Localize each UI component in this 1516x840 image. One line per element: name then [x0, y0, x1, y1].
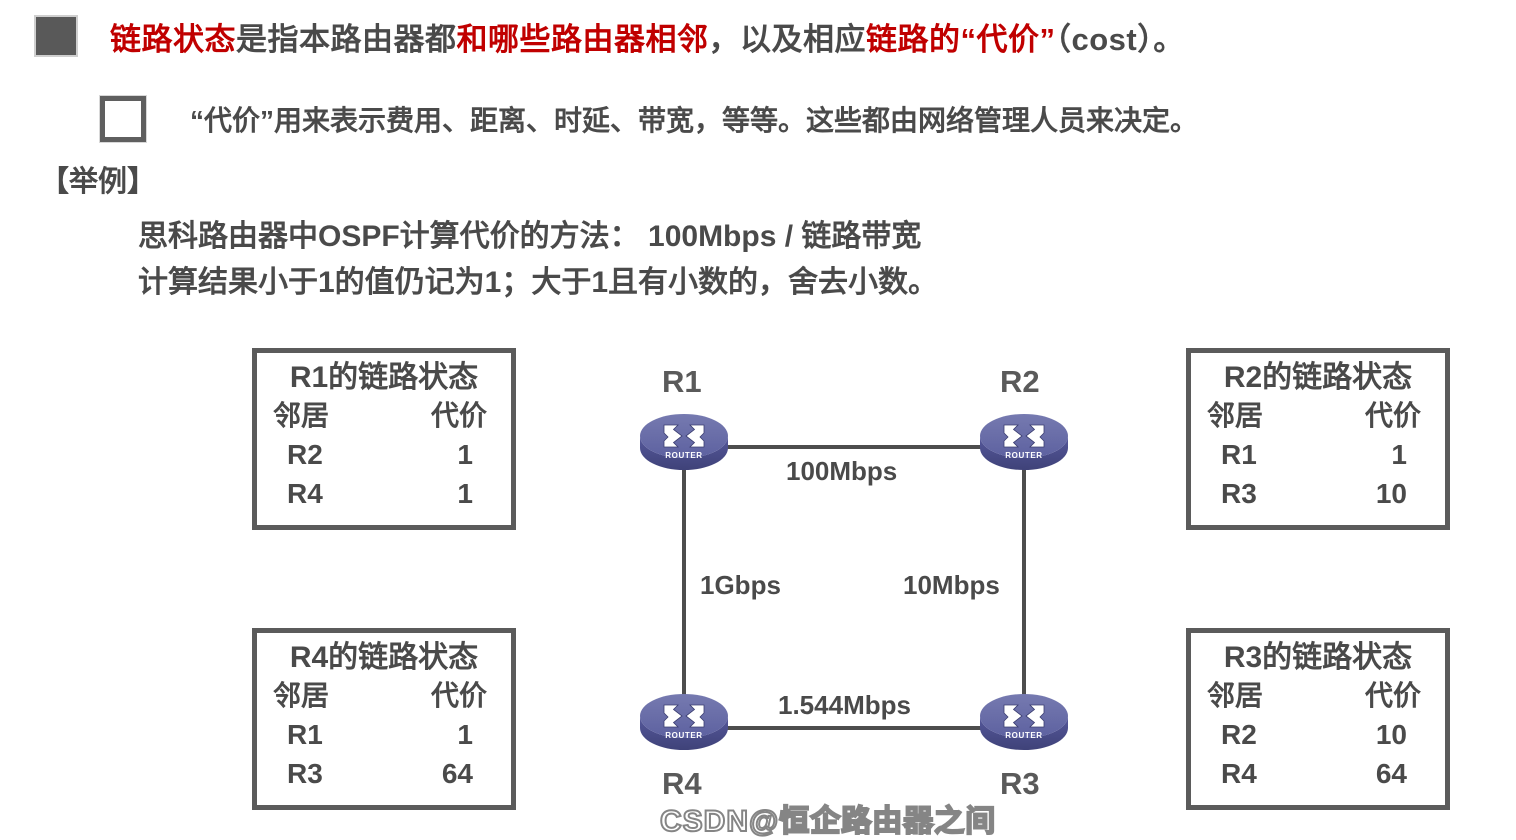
bullet-line-2: “代价”用来表示费用、距离、时延、带宽，等等。这些都由网络管理人员来决定。: [100, 96, 1198, 142]
header-cost: 代价: [1364, 680, 1421, 712]
bullet-line-1: 链路状态是指本路由器都和哪些路由器相邻，以及相应链路的“代价”（cost）。: [34, 12, 1185, 60]
node-label-r4: R4: [662, 766, 702, 801]
link-label-r2-r3: 10Mbps: [903, 570, 1000, 600]
router-icon-r2: ROUTER: [978, 408, 1070, 470]
header-cost: 代价: [430, 400, 487, 432]
bullet-line-1-text: 链路状态是指本路由器都和哪些路由器相邻，以及相应链路的“代价”（cost）。: [110, 14, 1185, 59]
table-header-row: 邻居 代价: [273, 677, 495, 716]
cell-neighbor: R4: [287, 477, 323, 509]
table-header-row: 邻居 代价: [1207, 677, 1429, 716]
header-cost: 代价: [1364, 400, 1421, 432]
header-neighbor: 邻居: [273, 400, 330, 432]
bullet1-seg-1: 是指本路由器都: [236, 21, 457, 57]
link-r1-r4: [682, 458, 686, 712]
router-icon-caption: ROUTER: [1005, 731, 1042, 740]
cell-cost: 1: [1391, 439, 1407, 471]
header-neighbor: 邻居: [273, 680, 330, 712]
table-row: R1 1: [273, 716, 495, 755]
example-line-1: 思科路由器中OSPF计算代价的方法： 100Mbps / 链路带宽: [138, 220, 922, 253]
cell-cost: 10: [1375, 477, 1407, 509]
link-state-table-r1: R1的链路状态 邻居 代价 R2 1 R4 1: [252, 348, 516, 530]
link-r1-r2: [726, 445, 982, 449]
example-line-2: 计算结果小于1的值仍记为1；大于1且有小数的，舍去小数。: [138, 265, 939, 299]
table-row: R4 1: [273, 475, 495, 514]
table-title: R3的链路状态: [1223, 641, 1413, 674]
table-row: R2 1: [273, 436, 495, 475]
cell-cost: 1: [457, 477, 473, 509]
node-label-r3: R3: [1000, 766, 1040, 801]
example-body: 思科路由器中OSPF计算代价的方法： 100Mbps / 链路带宽 计算结果小于…: [138, 214, 938, 305]
bullet1-seg-3: ，以及相应: [708, 21, 866, 57]
router-icon-r4: ROUTER: [638, 688, 730, 750]
table-title: R2的链路状态: [1223, 361, 1413, 394]
table-title: R4的链路状态: [289, 641, 479, 674]
cell-neighbor: R2: [287, 439, 323, 471]
link-state-table-r2: R2的链路状态 邻居 代价 R1 1 R3 10: [1186, 348, 1450, 530]
router-icon-r1: ROUTER: [638, 408, 730, 470]
router-icon-caption: ROUTER: [665, 731, 702, 740]
table-row: R1 1: [1207, 436, 1429, 475]
link-label-r1-r4: 1Gbps: [700, 570, 781, 600]
bullet1-seg-2: 和哪些路由器相邻: [456, 21, 709, 57]
table-row: R4 64: [1207, 755, 1429, 794]
network-topology-diagram: 100Mbps 1Gbps 10Mbps 1.544Mbps ROUTER: [600, 348, 1100, 816]
table-header-row: 邻居 代价: [273, 397, 495, 436]
link-state-table-r3: R3的链路状态 邻居 代价 R2 10 R4 64: [1186, 628, 1450, 810]
bullet-line-2-text: “代价”用来表示费用、距离、时延、带宽，等等。这些都由网络管理人员来决定。: [190, 105, 1199, 136]
cell-cost: 1: [457, 439, 473, 471]
filled-square-bullet-icon: [34, 15, 78, 57]
cell-cost: 10: [1375, 719, 1407, 751]
header-neighbor: 邻居: [1207, 680, 1264, 712]
cell-neighbor: R2: [1221, 719, 1257, 751]
link-r2-r3: [1022, 458, 1026, 712]
cell-neighbor: R3: [287, 757, 323, 789]
table-header-row: 邻居 代价: [1207, 397, 1429, 436]
table-row: R3 10: [1207, 475, 1429, 514]
link-label-r1-r2: 100Mbps: [786, 456, 898, 486]
cell-neighbor: R1: [287, 719, 323, 751]
header-neighbor: 邻居: [1207, 400, 1264, 432]
bullet1-seg-0: 链路状态: [110, 21, 236, 57]
bullet1-seg-5: （cost）。: [1055, 21, 1185, 57]
router-icon-caption: ROUTER: [665, 451, 702, 460]
example-heading: 【举例】: [40, 166, 157, 198]
node-label-r2: R2: [1000, 364, 1040, 399]
cell-neighbor: R4: [1221, 757, 1257, 789]
cell-cost: 64: [1375, 757, 1407, 789]
hollow-square-bullet-icon: [100, 96, 146, 142]
cell-neighbor: R1: [1221, 439, 1257, 471]
router-icon-caption: ROUTER: [1005, 451, 1042, 460]
table-title: R1的链路状态: [289, 361, 479, 394]
cell-cost: 64: [441, 757, 473, 789]
link-state-table-r4: R4的链路状态 邻居 代价 R1 1 R3 64: [252, 628, 516, 810]
table-row: R3 64: [273, 755, 495, 794]
bullet1-seg-4: 链路的“代价”: [866, 21, 1056, 57]
table-row: R2 10: [1207, 716, 1429, 755]
router-icon-r3: ROUTER: [978, 688, 1070, 750]
watermark: CSDN@恒企路由器之间: [659, 804, 997, 839]
cell-cost: 1: [457, 719, 473, 751]
cell-neighbor: R3: [1221, 477, 1257, 509]
link-r4-r3: [726, 726, 982, 730]
link-label-r4-r3: 1.544Mbps: [778, 690, 911, 720]
node-label-r1: R1: [662, 364, 702, 399]
header-cost: 代价: [430, 680, 487, 712]
